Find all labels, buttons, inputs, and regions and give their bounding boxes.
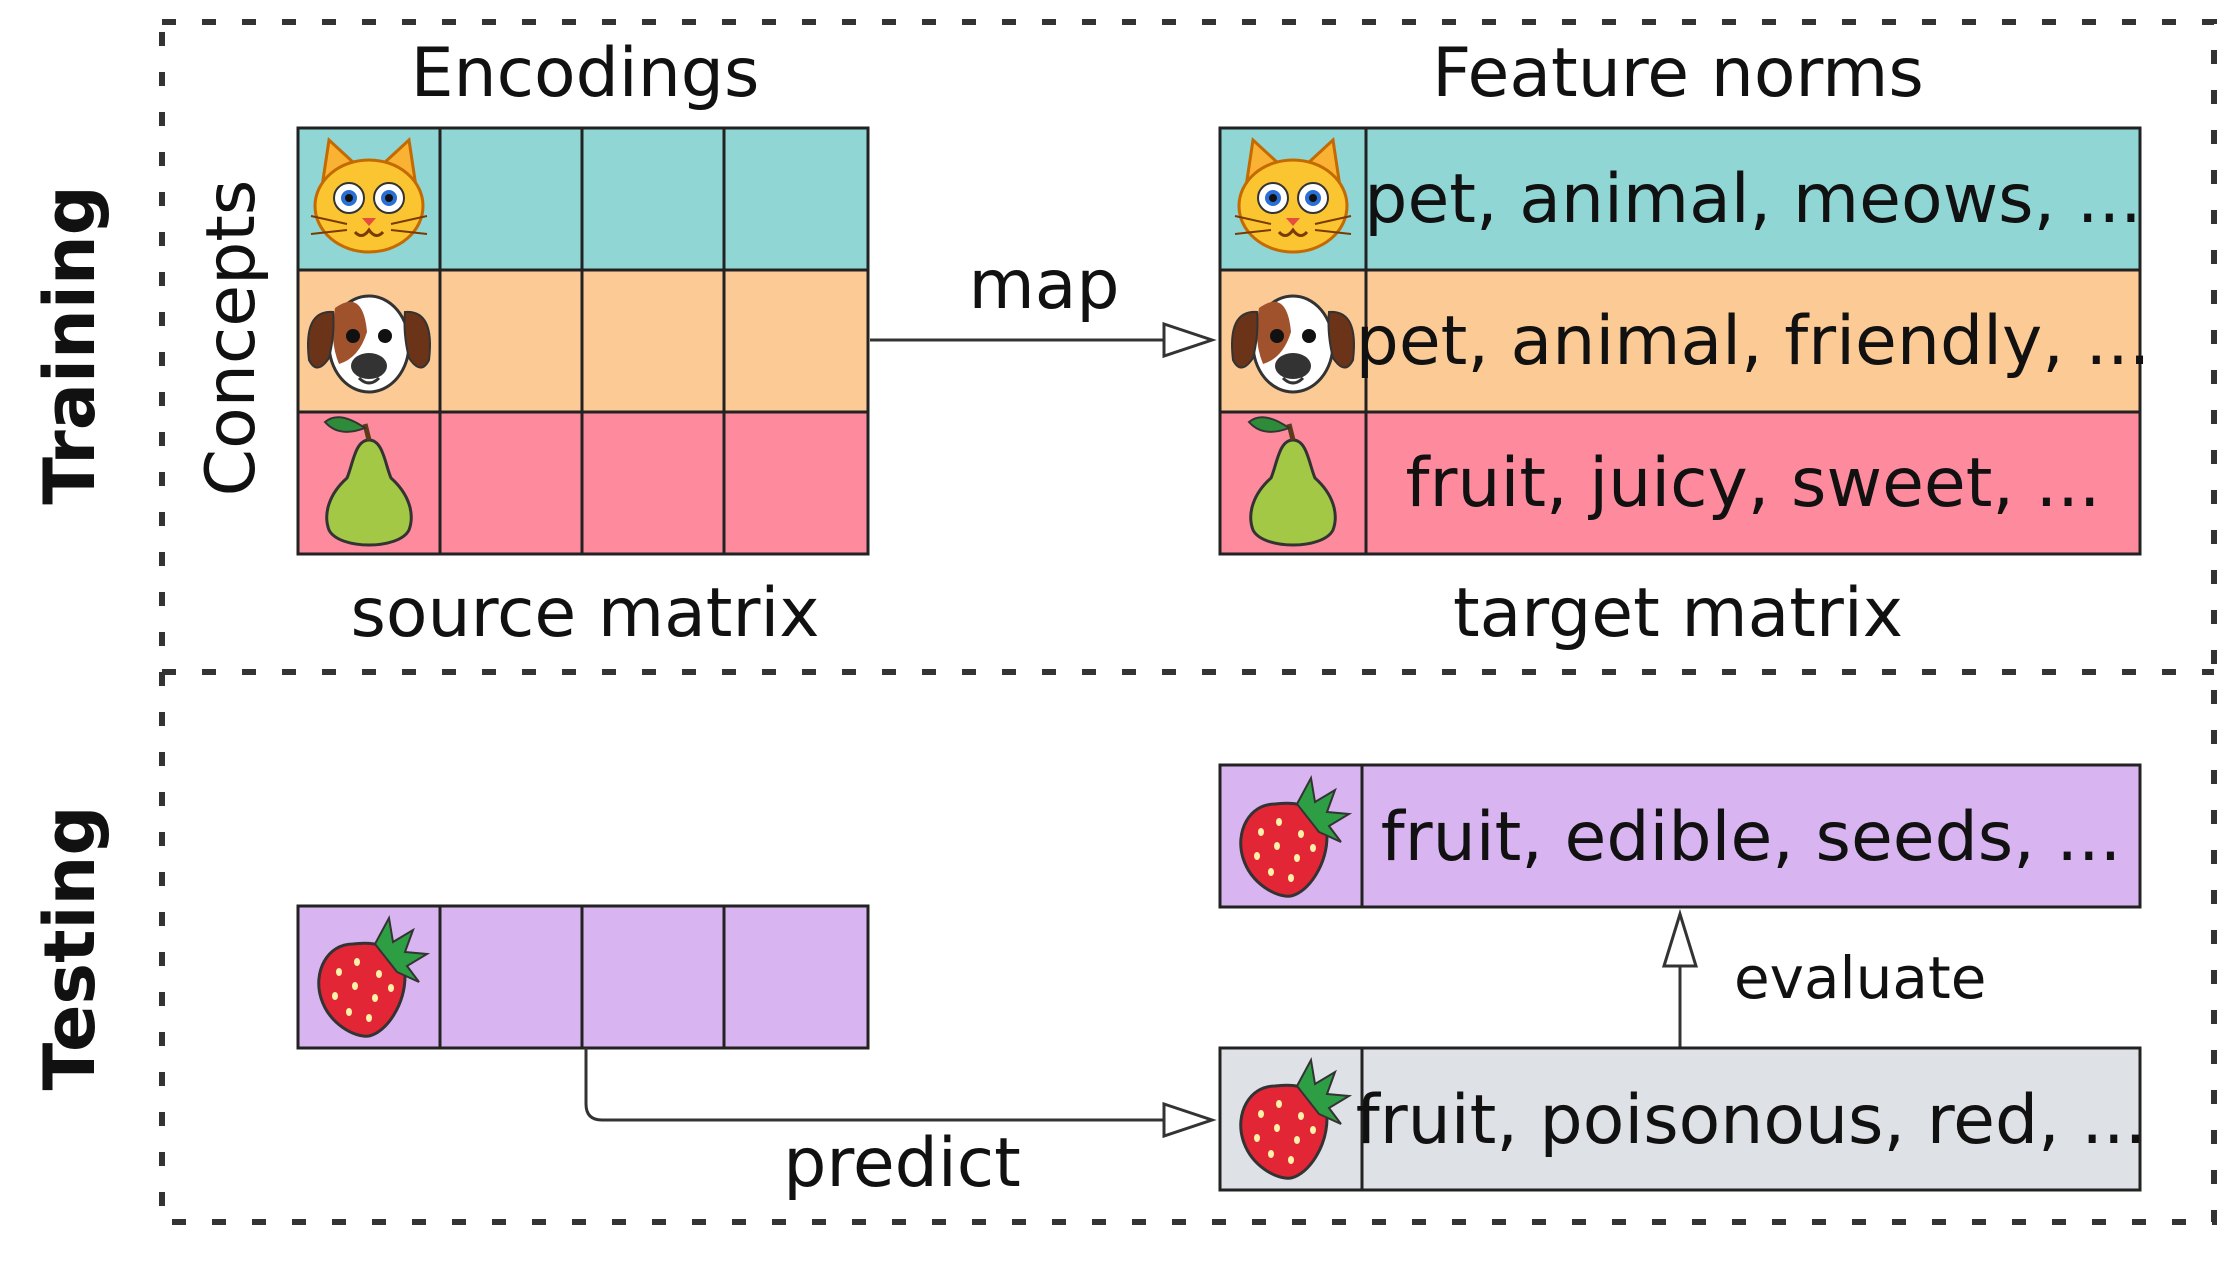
predicted-features-text: fruit, poisonous, red, ...: [1356, 1081, 2146, 1160]
predict-arrowhead: [1162, 1101, 1217, 1139]
true-features-row: fruit, edible, seeds, ...: [1218, 763, 2142, 909]
evaluate-arrowhead: [1661, 908, 1699, 968]
target-row-dog: [1218, 268, 2142, 414]
training-section-label: Training: [29, 185, 111, 505]
feature-norms-title: Feature norms: [1432, 34, 1924, 113]
target-matrix-label: target matrix: [1453, 574, 1903, 653]
encodings-title: Encodings: [411, 34, 760, 113]
predicted-features-row: fruit, poisonous, red, ...: [1218, 1046, 2146, 1192]
target-row-pear: [1218, 410, 2142, 556]
map-arrowhead: [1162, 321, 1217, 359]
true-features-text: fruit, edible, seeds, ...: [1381, 798, 2122, 877]
dashed-frame: [159, 19, 2217, 1225]
source-matrix-label: source matrix: [350, 574, 819, 653]
target-matrix: pet, animal, meows, ... pet, animal, fri…: [1218, 126, 2151, 556]
cat-features: pet, animal, meows, ...: [1364, 160, 2141, 239]
target-row-cat: [1218, 126, 2142, 272]
pear-features: fruit, juicy, sweet, ...: [1406, 444, 2101, 523]
dog-features: pet, animal, friendly, ...: [1356, 302, 2151, 381]
predict-arrow: [584, 1048, 1178, 1122]
test-encoding-row: [296, 904, 870, 1050]
evaluate-label: evaluate: [1734, 944, 1986, 1012]
source-matrix: [296, 126, 870, 556]
predict-label: predict: [783, 1124, 1021, 1203]
testing-section-label: Testing: [29, 806, 111, 1091]
map-label: map: [968, 246, 1119, 325]
concepts-label: Concepts: [192, 180, 271, 497]
